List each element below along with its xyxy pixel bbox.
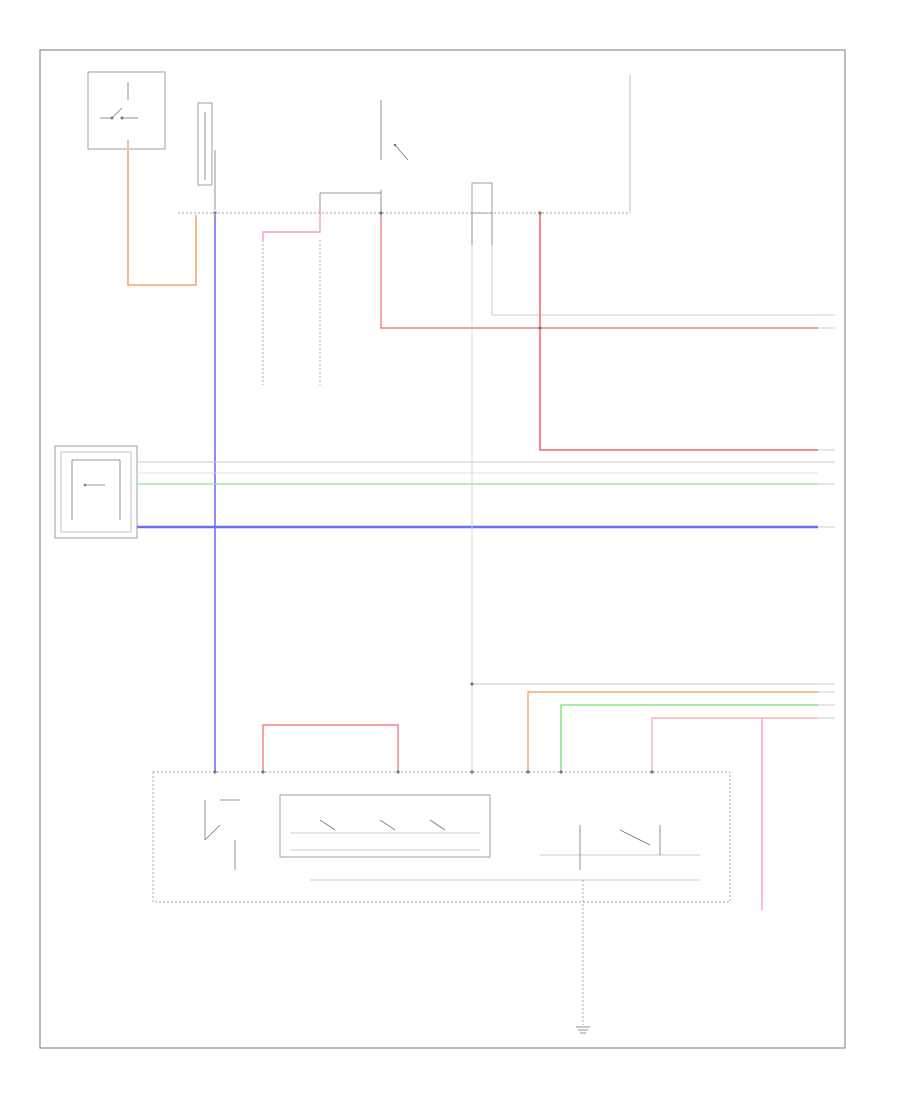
wire-gray-top — [491, 245, 818, 316]
wire-pink-lower — [651, 717, 818, 772]
wire-green-lower — [560, 704, 818, 772]
fusible-link-block — [197, 102, 216, 210]
top-center-switch — [319, 100, 409, 213]
wire-pink-left — [262, 213, 321, 240]
right-connector — [471, 182, 493, 245]
diagram-frame — [39, 49, 846, 1049]
right-edge-terminals — [818, 314, 835, 719]
wire-orange-lower — [527, 691, 818, 772]
wire-red-top — [380, 213, 818, 329]
multifunction-switch-box — [152, 771, 731, 903]
wire-red-jumper — [262, 724, 399, 772]
terminal-markers — [213, 211, 654, 774]
ground-symbol — [576, 1026, 590, 1034]
sensor-box — [54, 445, 138, 539]
fuse-box-top-left — [87, 71, 166, 150]
wire-orange — [127, 150, 197, 286]
wire-red-right — [539, 213, 818, 451]
